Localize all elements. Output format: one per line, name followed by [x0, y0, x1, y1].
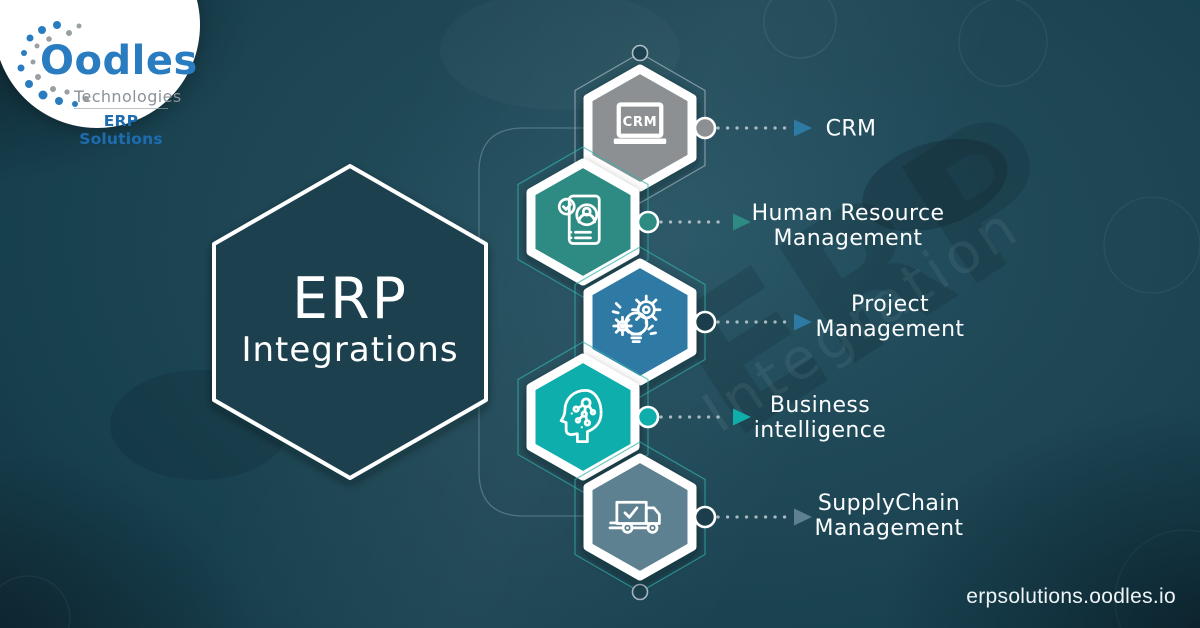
ai-head-icon: [559, 389, 603, 443]
hrm-hexagon: [526, 158, 640, 286]
hrm-outline-hexagon: [517, 146, 649, 298]
crm-outline-hexagon: [574, 52, 706, 204]
logo-tagline: ERP Solutions: [79, 112, 163, 148]
item-pm: [574, 246, 812, 398]
label-pm: Project Management: [815, 292, 965, 342]
pm-junction-dot: [693, 310, 717, 334]
title-line2: Integrations: [241, 330, 459, 370]
item-bi: [517, 341, 751, 493]
bi-arrow-icon: [733, 408, 751, 426]
website-url: erpsolutions.oodles.io: [966, 585, 1176, 608]
idea-gears-icon: [611, 294, 662, 343]
scm-arrow-icon: [794, 508, 812, 526]
crm-screen-label: CRM: [623, 115, 658, 130]
logo-subtitle: Technologies: [74, 87, 182, 106]
crm-laptop-icon: CRM: [613, 102, 667, 144]
bi-outline-hexagon: [517, 341, 649, 493]
bi-junction-dot: [636, 405, 660, 429]
hr-profile-document-icon: [557, 194, 601, 245]
page-title: ERP Integrations: [241, 269, 458, 371]
pm-arrow-icon: [794, 313, 812, 331]
logo-name: Oodles: [40, 38, 198, 84]
chain-bottom-circle: [631, 583, 649, 601]
label-hrm: Human Resource Management: [751, 201, 945, 251]
logo-dots-icon: [17, 21, 89, 107]
scm-hexagon: [583, 453, 697, 581]
scm-junction-dot: [693, 505, 717, 529]
hrm-arrow-icon: [733, 213, 751, 231]
pm-hexagon: [583, 258, 697, 386]
pm-outline-hexagon: [574, 246, 706, 398]
crm-arrow-icon: [794, 119, 812, 137]
chain-top-circle: [631, 44, 649, 62]
erp-hexagon: [212, 164, 488, 480]
label-scm: SupplyChain Management: [814, 491, 964, 541]
item-hrm: [517, 146, 751, 298]
crm-hexagon: [583, 64, 697, 192]
title-line1: ERP: [292, 266, 408, 332]
crm-junction-dot: [693, 116, 717, 140]
hrm-junction-dot: [636, 210, 660, 234]
item-scm: [574, 441, 812, 601]
logo-divider: [74, 108, 168, 109]
delivery-truck-icon: [608, 500, 661, 534]
label-bi: Business intelligence: [753, 393, 887, 443]
item-crm: CRM: [574, 44, 812, 204]
label-crm: CRM: [825, 116, 877, 142]
oodles-logo: Oodles Technologies ERP Solutions: [0, 0, 200, 148]
